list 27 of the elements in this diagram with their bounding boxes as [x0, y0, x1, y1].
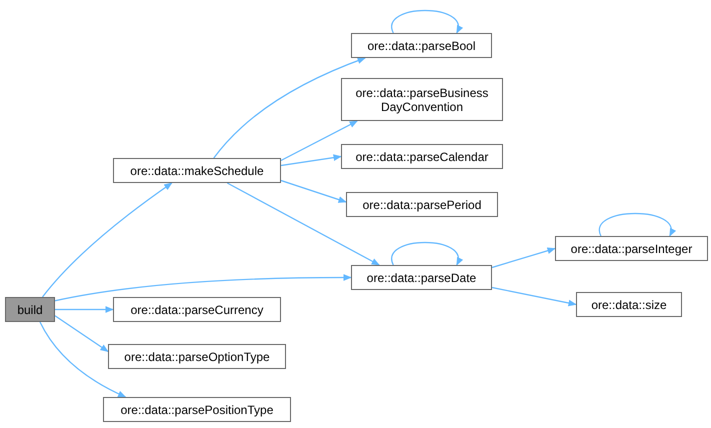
function-box: ore::data::parseBool: [351, 33, 492, 58]
function-box: ore::data::parseBusiness DayConvention: [341, 78, 503, 121]
arrow: [280, 180, 347, 203]
function-box: ore::data::parsePositionType: [103, 397, 291, 422]
arrow: [598, 212, 675, 237]
arrow: [280, 120, 358, 162]
function-box: ore::data::parseCalendar: [341, 144, 503, 169]
arrow: [391, 242, 462, 266]
function-box: ore::data::makeSchedule: [113, 158, 281, 183]
function-box: ore::data::size: [576, 292, 682, 317]
function-box: ore::data::parseOptionType: [108, 344, 286, 369]
arrow: [280, 154, 342, 166]
arrow: [54, 315, 109, 352]
function-box: ore::data::parsePeriod: [346, 192, 498, 217]
arrow: [55, 306, 114, 313]
arrow: [39, 322, 126, 398]
arrow: [492, 286, 577, 306]
arrow: [226, 182, 380, 266]
arrow: [391, 10, 462, 34]
function-box: ore::data::parseDate: [351, 265, 492, 290]
function-box: ore::data::parseInteger: [555, 236, 708, 261]
root-function-box: build: [5, 297, 55, 322]
arrow: [492, 247, 556, 268]
arrow: [213, 57, 366, 158]
arrow: [54, 274, 352, 302]
function-box: ore::data::parseCurrency: [113, 297, 281, 322]
arrow: [42, 182, 172, 298]
